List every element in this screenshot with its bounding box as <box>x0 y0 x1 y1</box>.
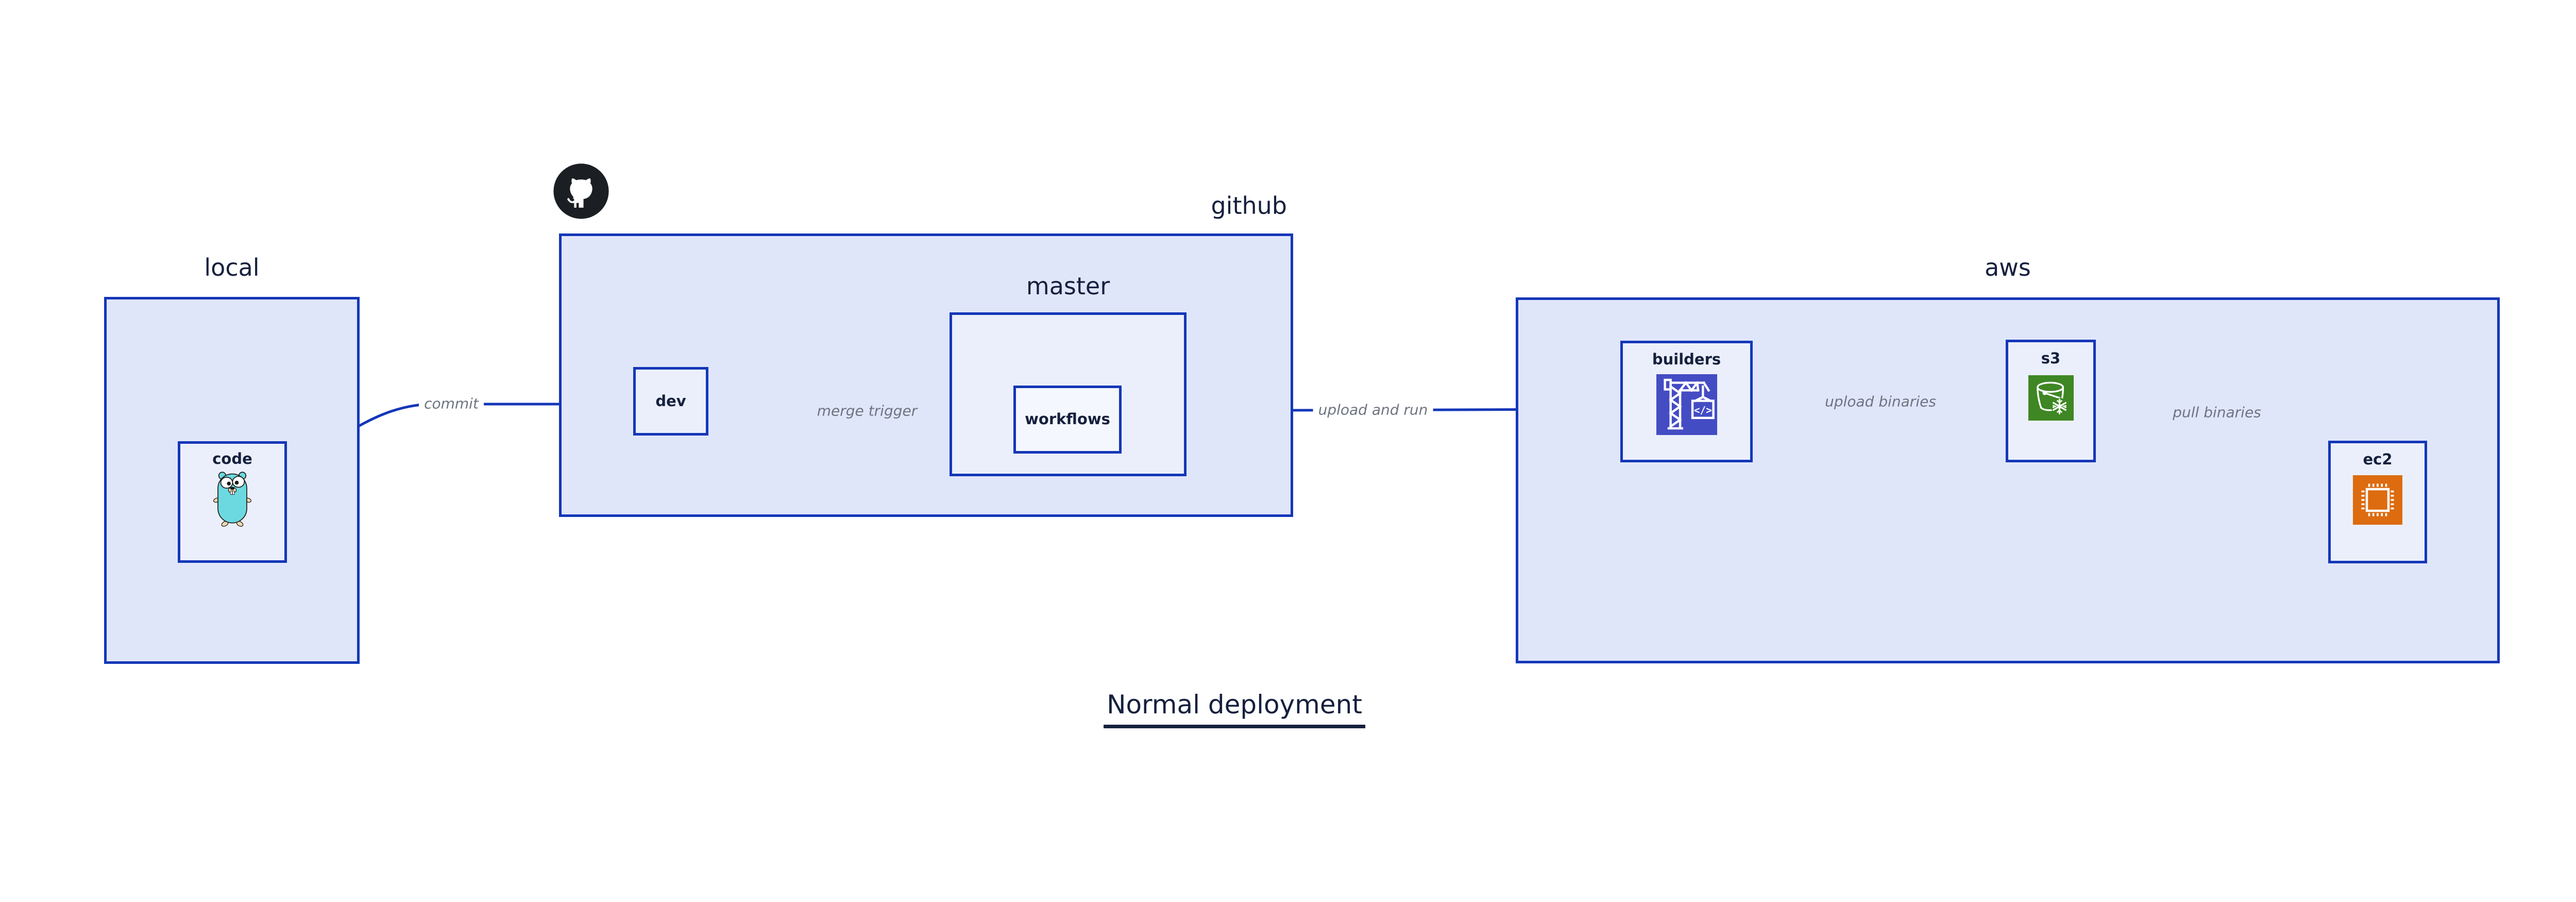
diagram-title: Normal deployment <box>1104 690 1365 728</box>
local-label: local <box>204 254 260 281</box>
ec2-node-label: ec2 <box>2363 450 2393 468</box>
github-octocat-icon <box>553 163 609 219</box>
aws-label: aws <box>1985 254 2031 281</box>
workflows-node: workflows <box>1013 386 1122 454</box>
dev-node-label: dev <box>655 392 686 410</box>
code-node: code <box>178 441 287 563</box>
github-label: github <box>1211 192 1287 220</box>
edge-label-commit: commit <box>419 395 484 412</box>
ec2-chip-icon <box>2353 475 2402 525</box>
go-gopher-icon <box>213 472 251 527</box>
s3-node-label: s3 <box>2041 349 2061 367</box>
s3-bucket-snowflake-icon <box>2028 375 2074 421</box>
ec2-node: ec2 <box>2328 441 2427 563</box>
s3-node: s3 <box>2006 340 2096 462</box>
builders-node: builders </> <box>1620 341 1753 462</box>
builders-node-label: builders <box>1652 350 1721 368</box>
code-node-label: code <box>212 450 252 467</box>
edge-label-pull-binaries: pull binaries <box>2167 404 2266 421</box>
edge-label-upload-and-run: upload and run <box>1313 401 1433 419</box>
dev-node: dev <box>633 367 708 436</box>
svg-text:</>: </> <box>1693 404 1711 416</box>
master-label: master <box>1026 272 1110 300</box>
codebuild-crane-icon: </> <box>1656 374 1717 435</box>
edge-label-upload-binaries: upload binaries <box>1820 393 1941 410</box>
workflows-node-label: workflows <box>1025 410 1110 428</box>
edge-label-merge-trigger: merge trigger <box>811 402 923 420</box>
